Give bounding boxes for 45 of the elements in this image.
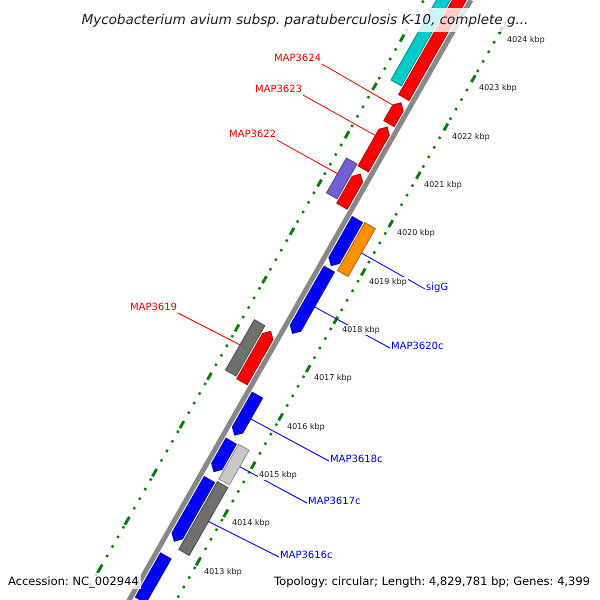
leader-line xyxy=(178,312,240,346)
gene-label: MAP3617c xyxy=(308,496,360,508)
scale-label: 4022 kbp xyxy=(451,132,491,142)
leader-line xyxy=(208,521,280,558)
gene-feature xyxy=(224,319,266,377)
scale-label: 4015 kbp xyxy=(258,470,298,480)
gene-label: sigG xyxy=(426,282,448,294)
gene-feature xyxy=(336,173,364,210)
scale-label: 4024 kbp xyxy=(506,35,546,45)
gene-label: MAP3619 xyxy=(130,302,177,314)
leader-line xyxy=(239,466,308,504)
scale-label: 4019 kbp xyxy=(368,277,408,287)
gene-label: MAP3616c xyxy=(280,550,332,562)
accession-text: Accession: NC_002944 xyxy=(6,573,141,589)
gene-feature xyxy=(336,222,376,278)
gene-label: MAP3620c xyxy=(391,341,444,353)
scale-label: 4013 kbp xyxy=(203,567,243,577)
scale-label: 4020 kbp xyxy=(396,228,436,238)
gene-feature xyxy=(357,126,390,172)
scale-label: 4014 kbp xyxy=(231,518,271,528)
leader-line xyxy=(360,252,426,290)
gene-feature xyxy=(328,216,364,266)
gene-label: MAP3618c xyxy=(330,454,382,466)
scale-label: 4023 kbp xyxy=(478,83,518,93)
gene-feature xyxy=(236,330,274,386)
gene-feature xyxy=(290,266,336,334)
gene-feature xyxy=(232,392,264,436)
scale-label: 4016 kbp xyxy=(286,422,326,432)
gene-feature xyxy=(171,476,216,542)
leader-line xyxy=(250,418,330,462)
gene-feature xyxy=(218,444,250,486)
topology-text: Topology: circular; Length: 4,829,781 bp; Genes: 4,399 xyxy=(272,573,592,589)
gene-feature xyxy=(383,102,404,128)
leader-line xyxy=(302,94,376,136)
scale-label: 4021 kbp xyxy=(423,180,463,190)
gene-label: MAP3623 xyxy=(255,84,302,96)
scale-label: 4017 kbp xyxy=(313,373,353,383)
gene-feature xyxy=(326,157,358,200)
gene-feature xyxy=(178,480,228,556)
gene-label: MAP3622 xyxy=(229,129,276,141)
leader-line xyxy=(322,64,394,106)
leader-line xyxy=(276,140,338,174)
gene-feature xyxy=(211,438,238,472)
gene-label: MAP3624 xyxy=(274,53,321,65)
scale-label: 4018 kbp xyxy=(341,325,381,335)
